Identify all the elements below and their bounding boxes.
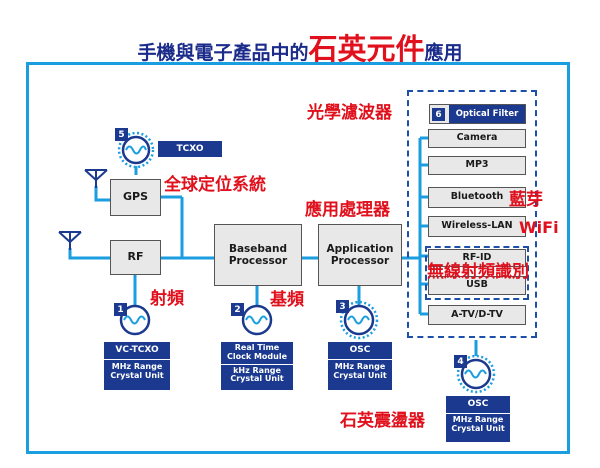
crystal-icon-4 — [456, 354, 496, 394]
crystal-icon-2 — [241, 304, 273, 336]
rtc-module-title: Real Time Clock Module — [221, 342, 293, 365]
osc-3-subtitle: MHz Range Crystal Unit — [333, 361, 387, 380]
vc-tcxo-subtitle: MHz Range Crystal Unit — [110, 361, 164, 380]
rf-block: RF — [110, 240, 161, 275]
component-number-3: 3 — [336, 300, 349, 313]
osc-4-title: OSC — [446, 396, 510, 414]
rfid-block: RF-ID — [428, 249, 526, 267]
component-number-6: 6 — [432, 108, 445, 121]
component-number-2: 2 — [231, 303, 244, 316]
gps-block: GPS — [110, 179, 161, 216]
osc-card-4: OSC MHz Range Crystal Unit — [446, 396, 510, 442]
component-number-5: 5 — [115, 128, 128, 141]
page-title: 手機與電子產品中的石英元件應用 — [0, 26, 600, 68]
baseband-processor-block: Baseband Processor — [214, 224, 302, 286]
mp3-block: MP3 — [428, 156, 526, 175]
annotation-gps: 全球定位系統 — [164, 175, 266, 195]
atv-dtv-block: A-TV/D-TV — [428, 305, 526, 325]
annotation-rf: 射頻 — [150, 289, 184, 309]
rfid-usb-group — [425, 246, 529, 300]
optical-filter-header: 6 Optical Filter — [429, 104, 526, 124]
rtc-module-subtitle: kHz Range Crystal Unit — [230, 365, 284, 384]
tcxo-label: TCXO — [158, 141, 222, 157]
crystal-icon-3 — [339, 300, 379, 340]
component-number-1: 1 — [114, 303, 127, 316]
annotation-crystal: 石英震盪器 — [340, 411, 425, 431]
crystal-icon-1 — [119, 304, 151, 336]
title-accent: 石英元件 — [308, 32, 425, 66]
osc-4-subtitle: MHz Range Crystal Unit — [451, 414, 505, 433]
application-processor-block: Application Processor — [318, 224, 402, 286]
rf-antenna-icon — [58, 231, 82, 250]
peripheral-group-outer — [407, 90, 537, 338]
vc-tcxo-title: VC-TCXO — [104, 342, 170, 360]
rf-antenna-line — [68, 248, 110, 260]
osc-3-title: OSC — [328, 342, 392, 360]
gps-antenna-icon — [84, 169, 108, 188]
optical-filter-label: Optical Filter — [449, 105, 525, 123]
vc-tcxo-card: VC-TCXO MHz Range Crystal Unit — [104, 342, 170, 390]
annotation-wireless: 無線射頻識別 — [427, 262, 529, 282]
annotation-processor: 應用處理器 — [305, 200, 390, 220]
osc-card-3: OSC MHz Range Crystal Unit — [328, 342, 392, 390]
annotation-bluetooth: 藍芽 — [509, 190, 543, 210]
bluetooth-block: Bluetooth — [428, 187, 526, 208]
rtc-module-card: Real Time Clock Module kHz Range Crystal… — [221, 342, 293, 390]
gps-antenna-line — [94, 186, 110, 202]
crystal-icon-5 — [117, 131, 155, 169]
annotation-optical: 光學濾波器 — [307, 103, 392, 123]
annotation-baseband: 基頻 — [270, 290, 304, 310]
title-part1: 手機與電子產品中的 — [137, 42, 309, 64]
title-part2: 應用 — [424, 42, 463, 64]
camera-block: Camera — [428, 129, 526, 148]
annotation-wifi: WiFi — [519, 218, 559, 237]
usb-block: USB — [428, 276, 526, 295]
wireless-lan-block: Wireless-LAN — [428, 216, 526, 237]
component-number-4: 4 — [454, 355, 467, 368]
